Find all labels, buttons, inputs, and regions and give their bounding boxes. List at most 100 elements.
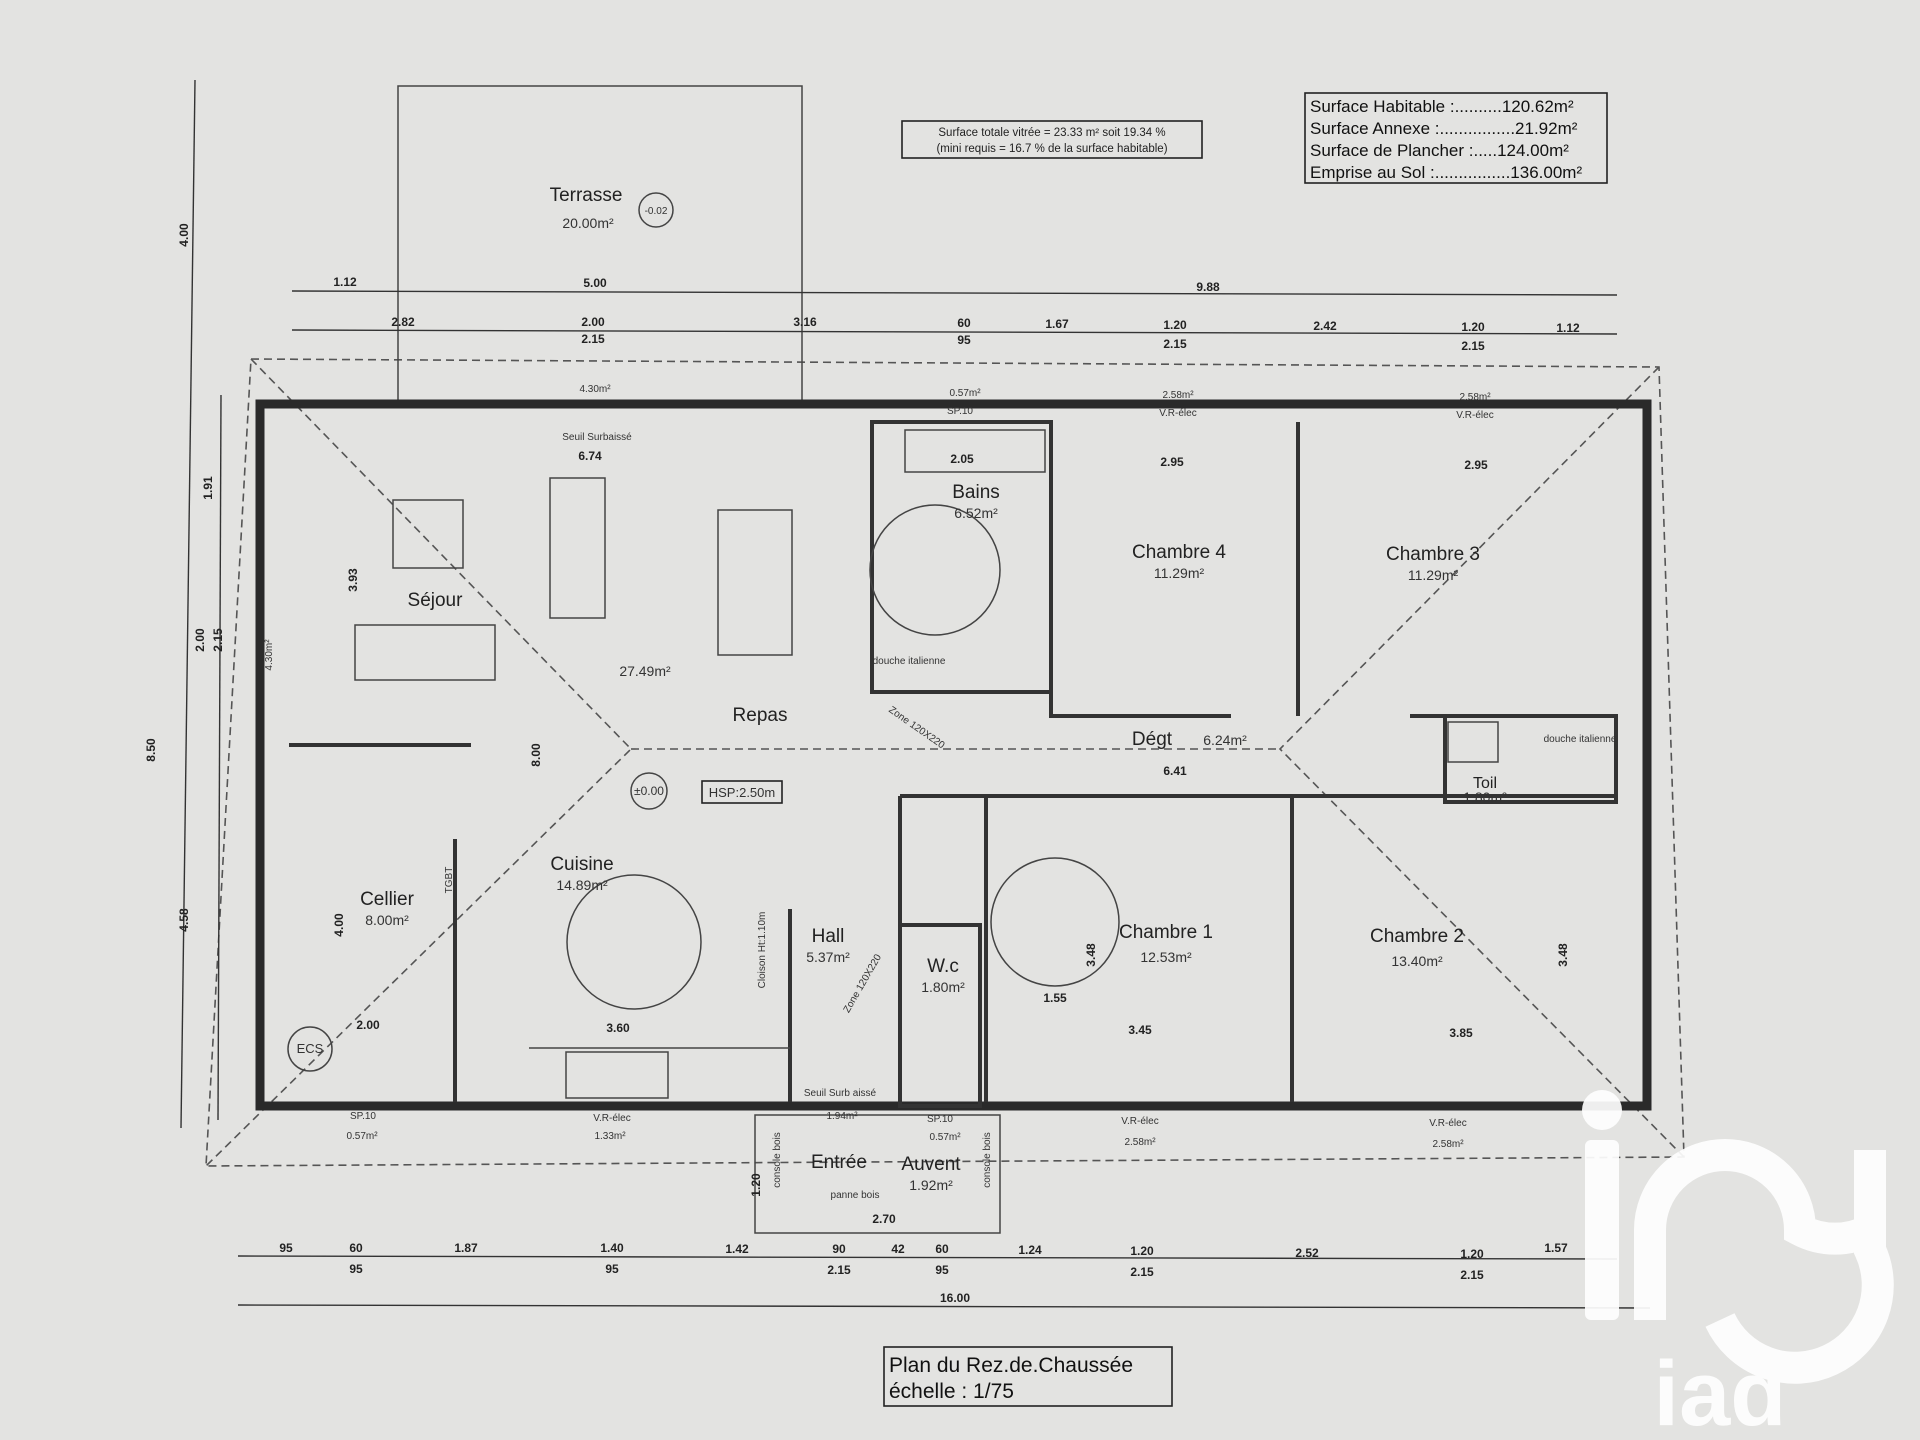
room-area: 1.92m²: [909, 1177, 953, 1193]
label: 3.85: [1449, 1026, 1473, 1040]
label: 1.20: [1130, 1244, 1154, 1258]
room-chambre3: Chambre 3: [1386, 544, 1480, 565]
interior-walls: [289, 420, 1618, 1108]
label: 1.12: [1556, 321, 1580, 335]
label: 4.00: [332, 913, 346, 937]
room-area: 6.24m²: [1203, 732, 1247, 748]
label: 2.58m²: [1432, 1139, 1464, 1150]
label: 2.05: [950, 452, 974, 466]
label: 16.00: [940, 1291, 970, 1305]
label: SP.10: [947, 406, 973, 417]
label: 4.58: [177, 908, 191, 932]
label: 2.15: [827, 1263, 851, 1277]
label: 3.60: [606, 1021, 630, 1035]
label: 6.74: [578, 449, 602, 463]
label: 95: [957, 333, 971, 347]
label: 3.48: [1084, 943, 1098, 967]
label: 5.00: [583, 276, 607, 290]
room-cellier: Cellier: [360, 889, 415, 910]
threshold-label: Seuil Surbaissé: [562, 432, 632, 443]
label: 2.58m²: [1459, 392, 1491, 403]
room-area: 5.37m²: [806, 949, 850, 965]
room-auvent: Auvent: [901, 1154, 961, 1175]
dimension-lines: [180, 79, 1651, 1309]
label: 60: [957, 316, 971, 330]
surface-plancher: Surface de Plancher :.....124.00m²: [1310, 141, 1569, 160]
room-area: 13.40m²: [1391, 953, 1443, 969]
surface-annexe: Surface Annexe :................21.92m²: [1310, 119, 1578, 138]
label: 1.42: [725, 1242, 749, 1256]
label: V.R-élec: [1429, 1118, 1466, 1129]
room-repas: Repas: [733, 705, 788, 726]
label: 4.30m²: [264, 639, 275, 671]
label: 2.58m²: [1124, 1137, 1156, 1148]
label: 2.00: [356, 1018, 380, 1032]
label: 9.88: [1196, 280, 1220, 294]
label: V.R-élec: [1121, 1116, 1158, 1127]
label: 1.12: [333, 275, 357, 289]
furniture: [354, 429, 1499, 1099]
console-label: console bois: [982, 1132, 993, 1188]
label: 2.15: [1163, 337, 1187, 351]
label: 2.70: [872, 1212, 896, 1226]
label: 1.24: [1018, 1243, 1042, 1257]
label: 1.57: [1544, 1241, 1568, 1255]
label: 60: [935, 1242, 949, 1256]
roof-ridges: [205, 358, 633, 1167]
room-entree: Entrée: [811, 1152, 867, 1173]
plan-title-box: Plan du Rez.de.Chaussée échelle : 1/75: [883, 1346, 1173, 1407]
label: 2.95: [1160, 455, 1184, 469]
room-area: 11.29m²: [1408, 567, 1459, 583]
tgbt-label: TGBT: [444, 867, 455, 894]
level-marker: ±0.00: [634, 784, 664, 798]
label: SP.10: [350, 1111, 376, 1122]
label: 2.82: [391, 315, 415, 329]
room-chambre2: Chambre 2: [1370, 926, 1464, 947]
label: 42: [891, 1242, 905, 1256]
room-area: 1.80m²: [921, 979, 965, 995]
label: 2.15: [211, 628, 225, 652]
label: 0.57m²: [346, 1131, 378, 1142]
label: V.R-élec: [593, 1113, 630, 1124]
plan-scale: échelle : 1/75: [889, 1380, 1014, 1403]
label: 1.67: [1045, 317, 1069, 331]
glazing-box: Surface totale vitrée = 23.33 m² soit 19…: [901, 120, 1203, 159]
label: 3.93: [346, 568, 360, 592]
label: V.R-élec: [1456, 410, 1493, 421]
room-wc: W.c: [927, 956, 959, 977]
glazing-line2: (mini requis = 16.7 % de la surface habi…: [936, 143, 1167, 155]
label: 8.00: [529, 743, 543, 767]
label: SP.10: [927, 1114, 953, 1125]
label: 1.94m²: [826, 1111, 858, 1122]
emprise-sol: Emprise au Sol :................136.00m²: [1310, 163, 1582, 182]
room-sejour-area: 27.49m²: [619, 663, 671, 679]
terrace: [397, 85, 803, 405]
room-degt: Dégt: [1132, 729, 1173, 750]
room-bains: Bains: [952, 482, 1000, 503]
label: 1.33m²: [594, 1131, 626, 1142]
label: 1.91: [201, 476, 215, 500]
room-area: 1.80m²: [1463, 789, 1507, 805]
label: 1.55: [1043, 991, 1067, 1005]
shower-label: douche italienne: [1544, 734, 1617, 745]
level-marker: -0.02: [645, 206, 668, 217]
label: 95: [279, 1241, 293, 1255]
label: 1.20: [1460, 1247, 1484, 1261]
ecs-label: ECS: [297, 1041, 324, 1056]
label: 0.57m²: [949, 388, 981, 399]
label: 1.40: [600, 1241, 624, 1255]
label: 2.15: [1460, 1268, 1484, 1282]
brand-name: iad: [1654, 1343, 1787, 1440]
label: 6.41: [1163, 764, 1187, 778]
label: 2.58m²: [1162, 390, 1194, 401]
room-name: Terrasse: [550, 185, 623, 206]
label: 2.42: [1313, 319, 1337, 333]
label: 1.20: [1461, 320, 1485, 334]
room-area: 14.89m²: [556, 877, 608, 893]
iad-logo: iad: [1582, 1090, 1894, 1440]
threshold-label: Seuil Surb aissé: [804, 1088, 877, 1099]
label: 95: [605, 1262, 619, 1276]
room-chambre4: Chambre 4: [1132, 542, 1226, 563]
dimension-texts: 1.12 5.00 9.88 2.82 2.00 2.15 3.16 60 95…: [144, 223, 1580, 1305]
label: 2.00: [193, 628, 207, 652]
